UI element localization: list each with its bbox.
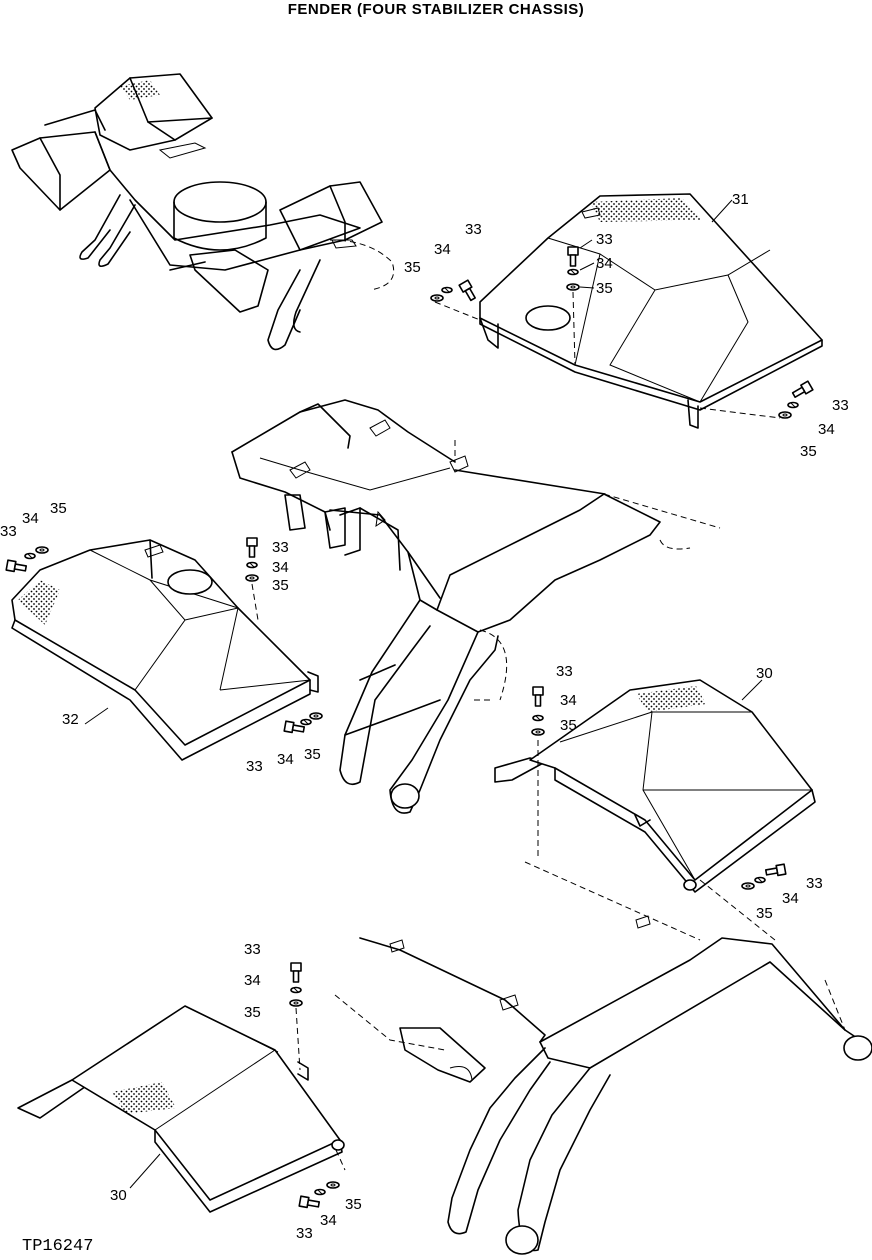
- callout-30: 30: [110, 1187, 127, 1204]
- callout-32: 32: [62, 711, 79, 728]
- callout-34: 34: [434, 241, 451, 258]
- callout-33: 33: [465, 221, 482, 238]
- callout-33: 33: [246, 758, 263, 775]
- callout-33: 33: [596, 231, 613, 248]
- callout-35: 35: [50, 500, 67, 517]
- callout-34: 34: [596, 255, 613, 272]
- callout-35: 35: [404, 259, 421, 276]
- callout-34: 34: [277, 751, 294, 768]
- callout-34: 34: [782, 890, 799, 907]
- callout-34: 34: [272, 559, 289, 576]
- callout-35: 35: [304, 746, 321, 763]
- callout-33: 33: [556, 663, 573, 680]
- callout-35: 35: [596, 280, 613, 297]
- callout-35: 35: [756, 905, 773, 922]
- callout-labels: 31 33 34 35 33 34 35 33 34 35 35 34 33 3…: [0, 191, 849, 1242]
- callout-35: 35: [800, 443, 817, 460]
- callout-33: 33: [806, 875, 823, 892]
- figure-code: TP16247: [22, 1237, 93, 1256]
- hardware-bolts-washers: [5, 246, 814, 1211]
- callout-33: 33: [272, 539, 289, 556]
- callout-34: 34: [320, 1212, 337, 1229]
- callout-35: 35: [345, 1196, 362, 1213]
- callout-34: 34: [244, 972, 261, 989]
- callout-33: 33: [296, 1225, 313, 1242]
- callout-35: 35: [244, 1004, 261, 1021]
- callout-35: 35: [272, 577, 289, 594]
- leader-lines: [84, 199, 763, 1189]
- callout-35: 35: [560, 717, 577, 734]
- chassis-frame: [231, 399, 721, 814]
- callout-34: 34: [818, 421, 835, 438]
- chassis-overview-inset: [11, 73, 395, 351]
- lower-frame: [334, 861, 872, 1255]
- callout-33: 33: [832, 397, 849, 414]
- fender-31: [479, 193, 823, 429]
- callout-33: 33: [0, 523, 17, 540]
- callout-34: 34: [560, 692, 577, 709]
- callout-31: 31: [732, 191, 749, 208]
- page-title: FENDER (FOUR STABILIZER CHASSIS): [287, 1, 585, 18]
- callout-33: 33: [244, 941, 261, 958]
- fender-32: [11, 539, 319, 761]
- callout-30: 30: [756, 665, 773, 682]
- fender-30-lower: [17, 1005, 345, 1213]
- callout-34: 34: [22, 510, 39, 527]
- fender-30-upper: [494, 679, 816, 893]
